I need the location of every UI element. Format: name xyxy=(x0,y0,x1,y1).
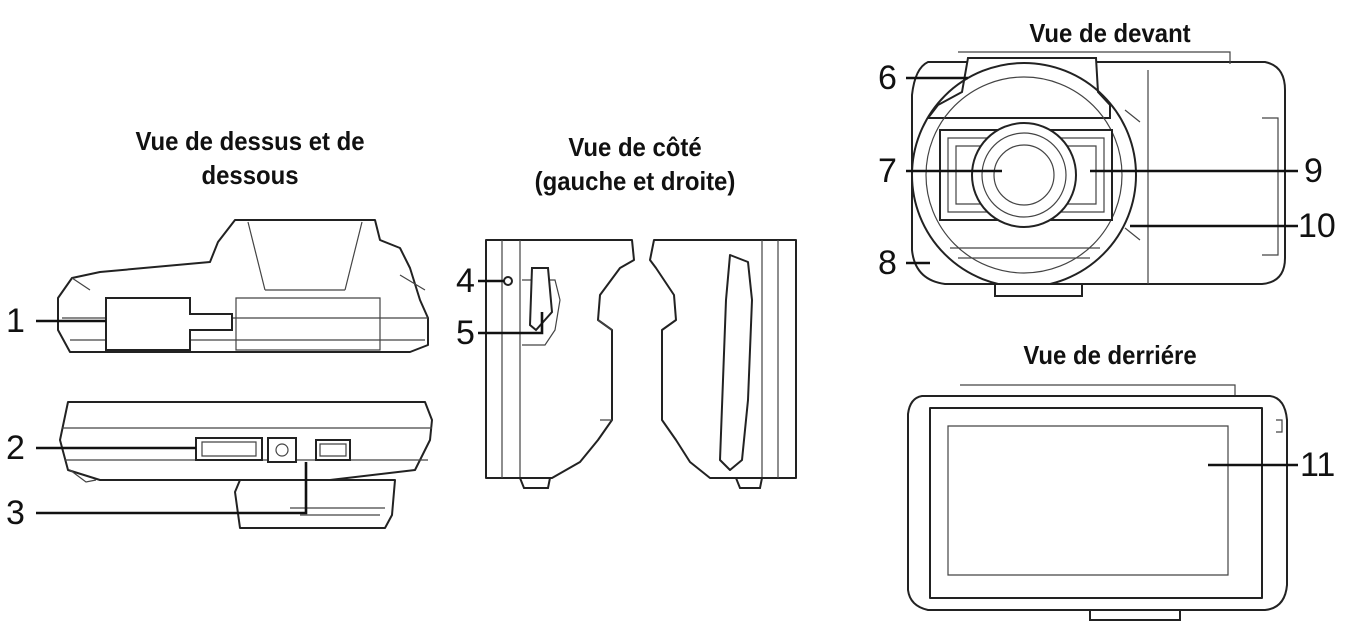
callout-4: 4 xyxy=(456,262,475,300)
title-side-line2: (gauche et droite) xyxy=(534,166,736,196)
callout-11: 11 xyxy=(1300,446,1336,484)
bottom-view-drawing xyxy=(59,401,433,529)
title-top-bottom-view: Vue de dessus et de dessous xyxy=(84,124,415,192)
callout-7: 7 xyxy=(878,152,897,190)
front-view-drawing xyxy=(911,51,1286,297)
side-view-left-drawing xyxy=(485,239,635,489)
callout-9: 9 xyxy=(1304,152,1323,190)
title-rear-view: Vue de derriére xyxy=(1023,340,1197,370)
rear-view-drawing xyxy=(907,384,1288,621)
callout-3: 3 xyxy=(6,494,25,532)
callout-6: 6 xyxy=(878,59,897,97)
callout-2: 2 xyxy=(6,429,25,467)
callout-5: 5 xyxy=(456,314,475,352)
title-side-view: Vue de côté (gauche et droite) xyxy=(502,130,769,198)
leader-lines xyxy=(36,76,1298,515)
title-side-line1: Vue de côté xyxy=(568,132,702,162)
callout-1: 1 xyxy=(6,302,25,340)
title-top-bottom-line1: Vue de dessus et de xyxy=(135,126,365,156)
title-front-view: Vue de devant xyxy=(1029,18,1191,48)
top-view-drawing xyxy=(57,219,429,353)
title-top-bottom-line2: dessous xyxy=(201,160,299,190)
side-view-right-drawing xyxy=(649,239,797,489)
callout-8: 8 xyxy=(878,244,897,282)
callout-10: 10 xyxy=(1298,207,1336,245)
